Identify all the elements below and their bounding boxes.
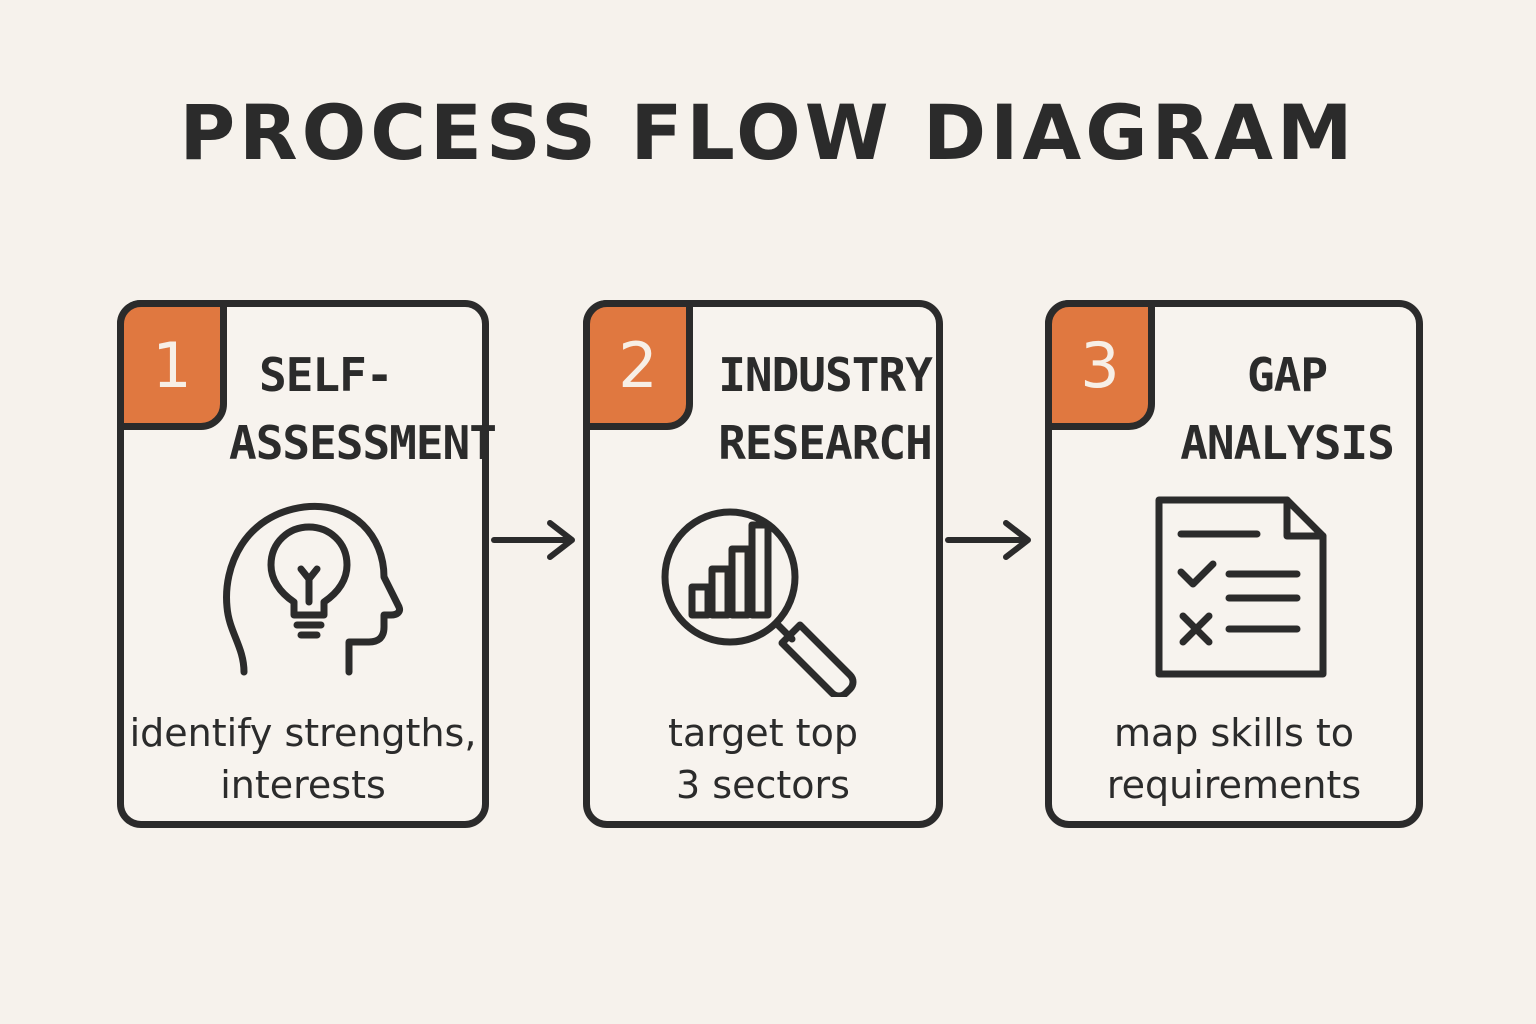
arrow-right-icon [945, 520, 1031, 560]
step-caption-line: requirements [1106, 763, 1362, 807]
step-caption-line: interests [220, 763, 386, 807]
step-title: GAP ANALYSIS [1152, 341, 1422, 477]
step-card-self-assessment: 1 SELF- ASSESSMENT identify strengths, i… [117, 300, 497, 828]
step-number-badge: 2 [583, 300, 693, 430]
step-card-industry-research: 2 INDUSTRY RESEARCH target top 3 sectors [583, 300, 943, 828]
step-card-gap-analysis: 3 GAP ANALYSIS map skills to requirement… [1045, 300, 1423, 828]
head-lightbulb-icon [223, 502, 403, 676]
step-caption-line: map skills to [1113, 711, 1354, 755]
step-caption: map skills to requirements [1052, 707, 1416, 811]
step-caption: target top 3 sectors [590, 707, 936, 811]
step-title: INDUSTRY RESEARCH [710, 341, 940, 477]
step-title-line: RESEARCH [718, 416, 933, 470]
diagram-title: PROCESS FLOW DIAGRAM [179, 88, 1357, 177]
step-caption-line: target top [668, 711, 858, 755]
step-number-badge: 1 [117, 300, 227, 430]
step-title-line: SELF- [259, 348, 393, 402]
step-caption-line: identify strengths, [129, 711, 477, 755]
step-caption-line: 3 sectors [676, 763, 850, 807]
magnifier-bar-chart-icon [661, 508, 857, 697]
checklist-document-icon [1155, 496, 1327, 678]
step-title-line: ASSESSMENT [229, 416, 497, 470]
arrow-right-icon [491, 520, 575, 560]
step-caption: identify strengths, interests [124, 707, 482, 811]
step-title-line: INDUSTRY [718, 348, 933, 402]
step-title: SELF- ASSESSMENT [229, 341, 497, 477]
step-number-badge: 3 [1045, 300, 1155, 430]
step-title-line: ANALYSIS [1180, 416, 1395, 470]
step-title-line: GAP [1246, 348, 1328, 402]
